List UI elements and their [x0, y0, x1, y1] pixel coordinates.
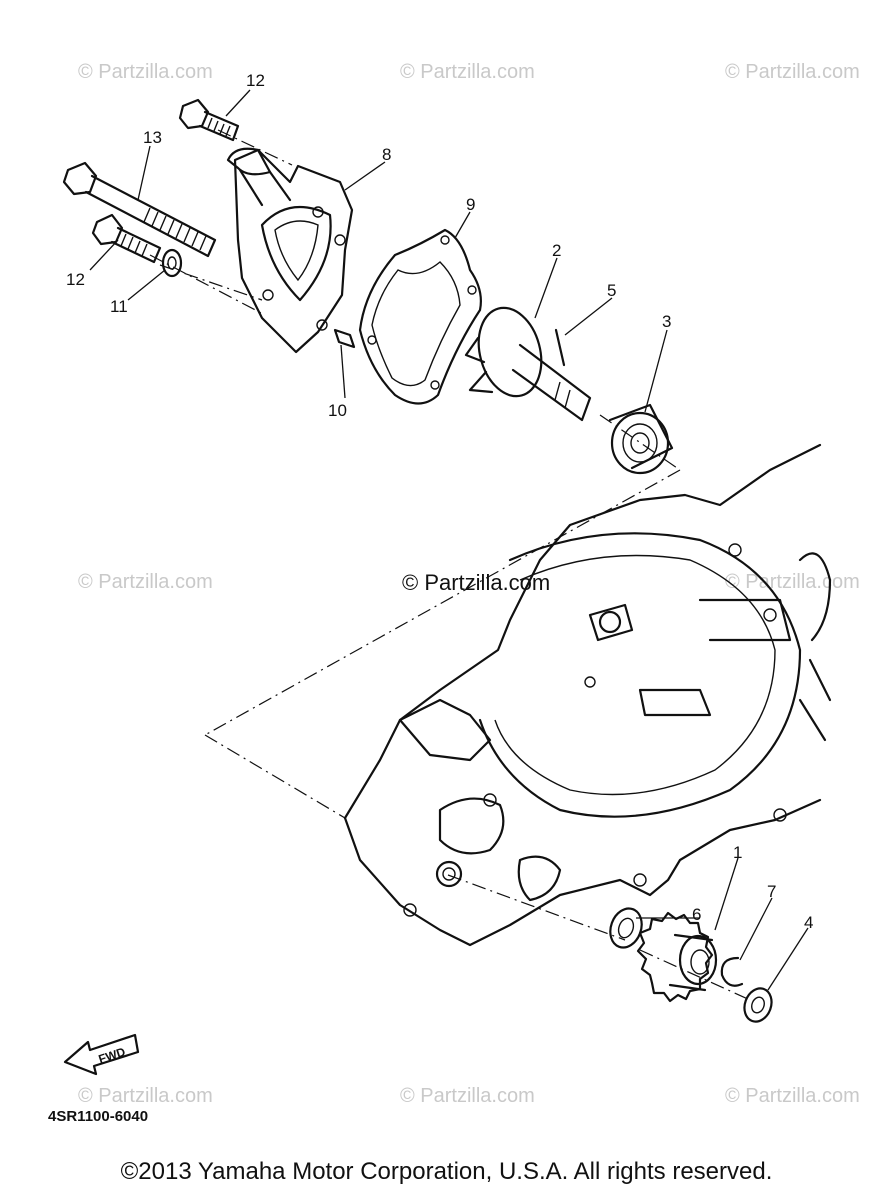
callout-8: 8 [382, 145, 391, 164]
impeller-shaft-2 [464, 306, 592, 422]
watermark-top-center: © Partzilla.com [400, 61, 535, 83]
gear-1 [636, 911, 718, 1003]
copyright-notice: ©2013 Yamaha Motor Corporation, U.S.A. A… [120, 1158, 773, 1185]
bolt-13-long [62, 161, 217, 258]
fwd-arrow-icon: FWD [63, 1033, 140, 1076]
watermark-bottom-left: © Partzilla.com [78, 1085, 213, 1107]
bearing-3 [608, 403, 674, 475]
circlip-7 [720, 956, 744, 987]
callout-12-lower: 12 [66, 270, 85, 289]
pin-5 [554, 328, 566, 367]
callout-7: 7 [767, 882, 776, 901]
callout-3: 3 [662, 312, 671, 331]
gasket-9 [358, 228, 482, 405]
callout-10: 10 [328, 401, 347, 420]
callout-11: 11 [110, 297, 128, 316]
diagram-code: 4SR1100-6040 [48, 1108, 148, 1125]
callout-1: 1 [733, 843, 742, 862]
fwd-label: FWD [97, 1044, 128, 1066]
callout-12-top: 12 [246, 71, 265, 90]
callout-5: 5 [607, 281, 616, 300]
watermark-top-left: © Partzilla.com [78, 61, 213, 83]
callout-2: 2 [552, 241, 561, 260]
watermark-top-right: © Partzilla.com [725, 61, 860, 83]
watermark-bottom-center: © Partzilla.com [400, 1085, 535, 1107]
callout-4: 4 [804, 913, 813, 932]
callout-13: 13 [143, 128, 162, 147]
washer-11 [161, 248, 183, 278]
washer-6 [609, 907, 643, 949]
bolt-12-lower [91, 213, 162, 264]
leader-lines [89, 89, 809, 991]
bolt-12-top [178, 98, 240, 142]
washer-4 [743, 987, 773, 1023]
watermark-bottom-right: © Partzilla.com [725, 1085, 860, 1107]
watermark-mid-left: © Partzilla.com [78, 571, 213, 593]
pump-cover-8 [226, 147, 354, 354]
crankcase [343, 443, 832, 947]
watermark-mid-right: © Partzilla.com [725, 571, 860, 593]
dowel-pin-10 [333, 328, 356, 349]
callout-6: 6 [692, 905, 701, 924]
callout-9: 9 [466, 195, 475, 214]
